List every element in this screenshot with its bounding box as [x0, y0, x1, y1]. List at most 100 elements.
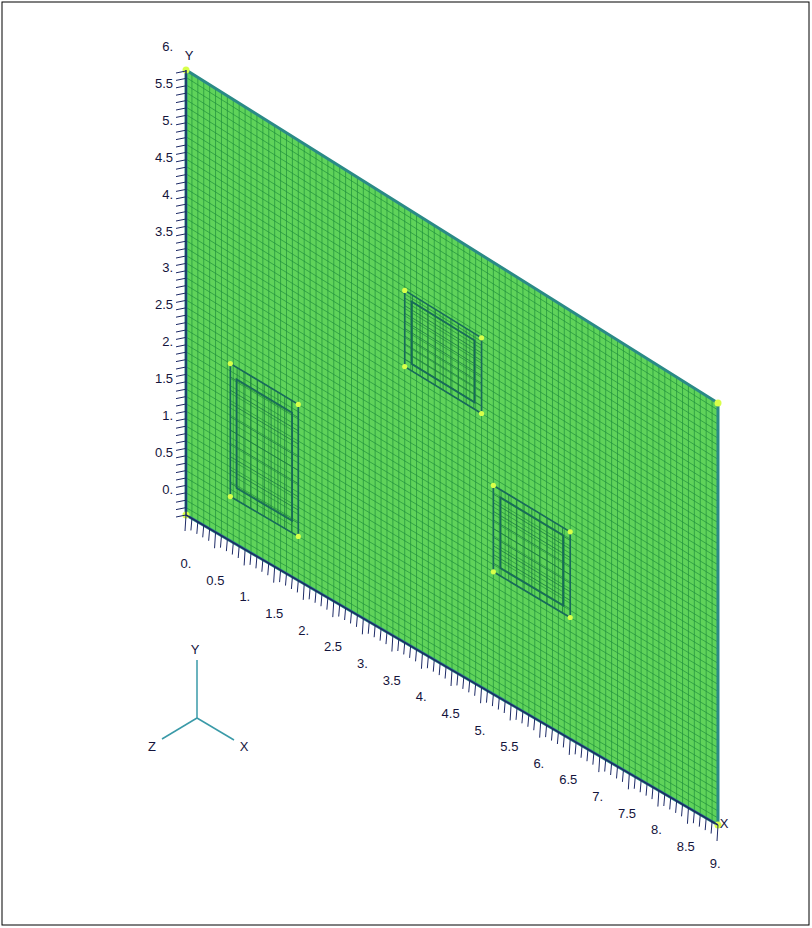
tick-label: 3.5 [383, 674, 401, 688]
patch-line [405, 328, 482, 375]
patch-border [230, 364, 298, 537]
tick-label: 3. [357, 657, 368, 671]
y-tick [176, 197, 186, 199]
x-tick [256, 556, 257, 568]
patch-node [402, 288, 407, 293]
x-tick [238, 546, 239, 558]
y-tick [176, 456, 186, 458]
y-tick [176, 315, 186, 317]
mesh-line [186, 367, 718, 685]
x-tick [215, 532, 216, 548]
y-tick [176, 493, 186, 495]
x-tick [274, 567, 275, 583]
x-tick [699, 815, 700, 827]
patch-line [405, 321, 482, 368]
mesh-line [186, 92, 718, 424]
y-tick [176, 478, 186, 480]
x-tick [362, 618, 363, 634]
y-tick [176, 123, 186, 125]
tick-label: 7. [592, 790, 603, 804]
axis-letter: Z [148, 740, 156, 754]
mesh-line [186, 300, 718, 621]
mesh-line [186, 107, 718, 438]
y-tick [176, 219, 186, 221]
mesh-line [186, 115, 718, 446]
plate-fill [186, 70, 718, 825]
x-tick [327, 598, 328, 610]
y-tick [176, 286, 186, 288]
mesh-line [186, 337, 718, 656]
patch-node [479, 411, 484, 416]
x-tick [534, 718, 535, 730]
mesh-line [186, 159, 718, 487]
tick-label: 0.5 [155, 446, 173, 460]
tick-label: 0. [162, 483, 173, 497]
y-tick [176, 293, 186, 295]
patch-line [230, 430, 298, 470]
patch-line [493, 503, 570, 549]
axis-letter: Y [191, 643, 200, 657]
x-tick [345, 608, 346, 620]
x-tick [250, 553, 251, 565]
y-tick [176, 138, 186, 140]
x-tick [410, 646, 411, 658]
x-tick [676, 801, 677, 813]
mesh-line [186, 322, 718, 642]
y-tick [176, 471, 186, 473]
mesh-line [186, 382, 718, 699]
x-tick [226, 539, 227, 551]
y-tick [176, 86, 186, 88]
mesh-line [186, 396, 718, 712]
x-tick [392, 636, 393, 652]
tick-label: 4.5 [155, 151, 173, 165]
x-tick [587, 749, 588, 761]
x-tick [333, 601, 334, 617]
x-tick [599, 756, 600, 772]
mesh-line [186, 374, 718, 691]
plate-border [186, 70, 718, 825]
y-tick [176, 323, 186, 325]
x-tick [386, 632, 387, 644]
tick-label: 1.5 [265, 607, 283, 621]
y-tick [176, 426, 186, 428]
y-tick [176, 382, 186, 384]
x-tick [611, 763, 612, 775]
tick-label: 0. [181, 557, 192, 571]
y-tick [176, 130, 186, 132]
x-tick [522, 711, 523, 723]
x-tick [398, 639, 399, 651]
x-tick [605, 760, 606, 772]
patch-line [458, 324, 459, 400]
x-tick [374, 625, 375, 637]
tick-label: 3. [162, 261, 173, 275]
tick-label: 2.5 [155, 298, 173, 312]
tick-label: 1. [239, 590, 250, 604]
patch-line [230, 377, 298, 418]
x-tick [628, 773, 629, 789]
patch-node [491, 483, 496, 488]
y-tick [176, 93, 186, 95]
patch-node [402, 364, 407, 369]
y-tick [176, 249, 186, 251]
patch-border [412, 302, 475, 403]
y-tick [176, 175, 186, 177]
x-tick [262, 560, 263, 572]
mesh-line [186, 315, 718, 635]
x-tick [569, 739, 570, 755]
patch-node [568, 615, 573, 620]
refined-patch [402, 288, 484, 416]
patch-border [405, 290, 482, 413]
x-tick [433, 660, 434, 672]
x-tick [185, 515, 186, 531]
tick-label: 8. [651, 823, 662, 837]
patch-line [405, 306, 482, 353]
y-tick [176, 308, 186, 310]
y-tick [176, 441, 186, 443]
axis-letter: X [240, 740, 249, 754]
x-tick [528, 715, 529, 727]
y-tick [176, 515, 186, 517]
mesh-line [186, 330, 718, 650]
y-tick [176, 367, 186, 369]
patch-line [554, 523, 555, 609]
